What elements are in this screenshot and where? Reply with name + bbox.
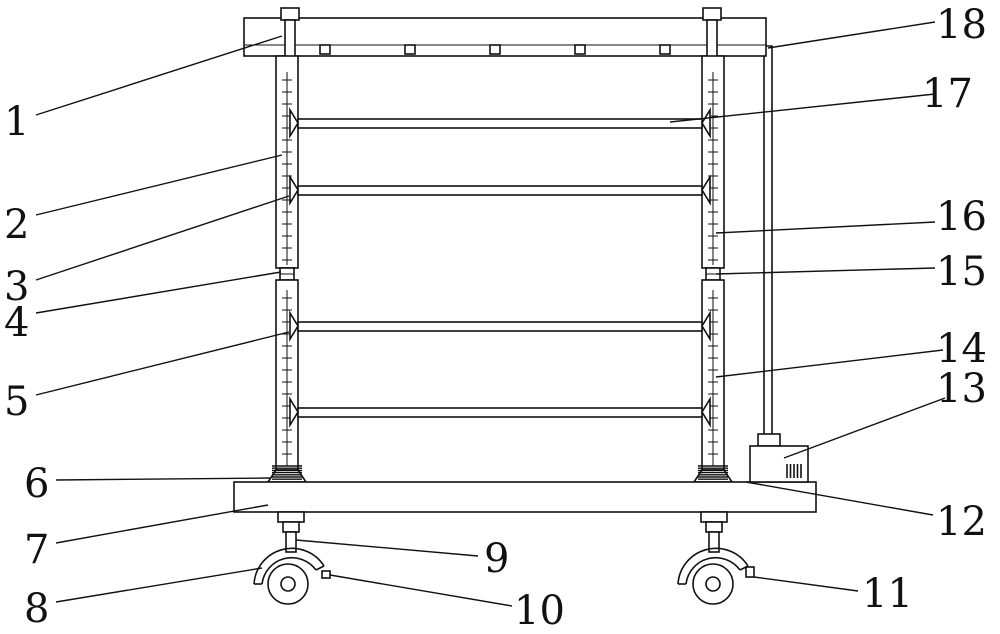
callout-11: 11 xyxy=(862,571,913,617)
top-bolt-right xyxy=(702,7,722,69)
leader-9 xyxy=(295,539,479,557)
leader-15 xyxy=(715,267,936,275)
leader-1 xyxy=(35,35,283,116)
right-upper-post xyxy=(701,55,725,269)
callout-17: 17 xyxy=(922,71,973,117)
leader-8 xyxy=(55,567,263,603)
callout-15: 15 xyxy=(936,249,987,295)
callout-8: 8 xyxy=(24,586,49,632)
leader-18 xyxy=(767,21,936,49)
leader-14 xyxy=(715,349,944,378)
callout-10: 10 xyxy=(514,588,565,634)
leader-5 xyxy=(35,331,290,396)
leader-10 xyxy=(329,574,513,607)
right-caster xyxy=(677,511,755,605)
callout-5: 5 xyxy=(4,379,29,425)
left-upper-post xyxy=(275,55,299,269)
callout-9: 9 xyxy=(484,536,509,582)
leader-3 xyxy=(35,195,290,281)
callout-6: 6 xyxy=(24,461,49,507)
leader-2 xyxy=(35,154,283,216)
leader-12 xyxy=(745,481,934,516)
right-lower-post xyxy=(701,279,725,471)
callout-13: 13 xyxy=(936,366,987,412)
shelf-bar-3 xyxy=(289,310,711,342)
leader-6 xyxy=(55,477,271,481)
left-post-connector xyxy=(279,267,295,281)
motor-box xyxy=(749,433,809,483)
callout-12: 12 xyxy=(936,499,987,545)
leader-7 xyxy=(55,504,269,544)
shelf-bar-1 xyxy=(289,107,711,139)
top-plate xyxy=(243,17,767,57)
callout-14: 14 xyxy=(936,326,987,372)
callout-18: 18 xyxy=(936,2,987,48)
callout-16: 16 xyxy=(936,194,987,240)
left-spring-base xyxy=(266,465,308,483)
leader-13 xyxy=(783,397,946,459)
callout-7: 7 xyxy=(24,527,49,573)
callout-1: 1 xyxy=(4,99,29,145)
pipe xyxy=(763,45,773,438)
leader-11 xyxy=(753,576,859,592)
leader-lines xyxy=(35,21,946,607)
right-spring-base xyxy=(692,465,734,483)
shelf-bar-4 xyxy=(289,396,711,428)
leader-4 xyxy=(35,271,282,314)
callout-2: 2 xyxy=(4,202,29,248)
left-caster xyxy=(253,511,331,605)
shelf-bar-2 xyxy=(289,174,711,206)
base-plate xyxy=(233,481,817,513)
callout-3: 3 xyxy=(4,264,29,310)
leader-17 xyxy=(669,93,936,123)
left-lower-post xyxy=(275,279,299,471)
callout-labels: 1 2 3 4 5 6 7 8 9 10 11 12 13 14 15 16 1… xyxy=(4,2,987,634)
callout-4: 4 xyxy=(4,300,29,346)
leader-16 xyxy=(715,221,936,234)
